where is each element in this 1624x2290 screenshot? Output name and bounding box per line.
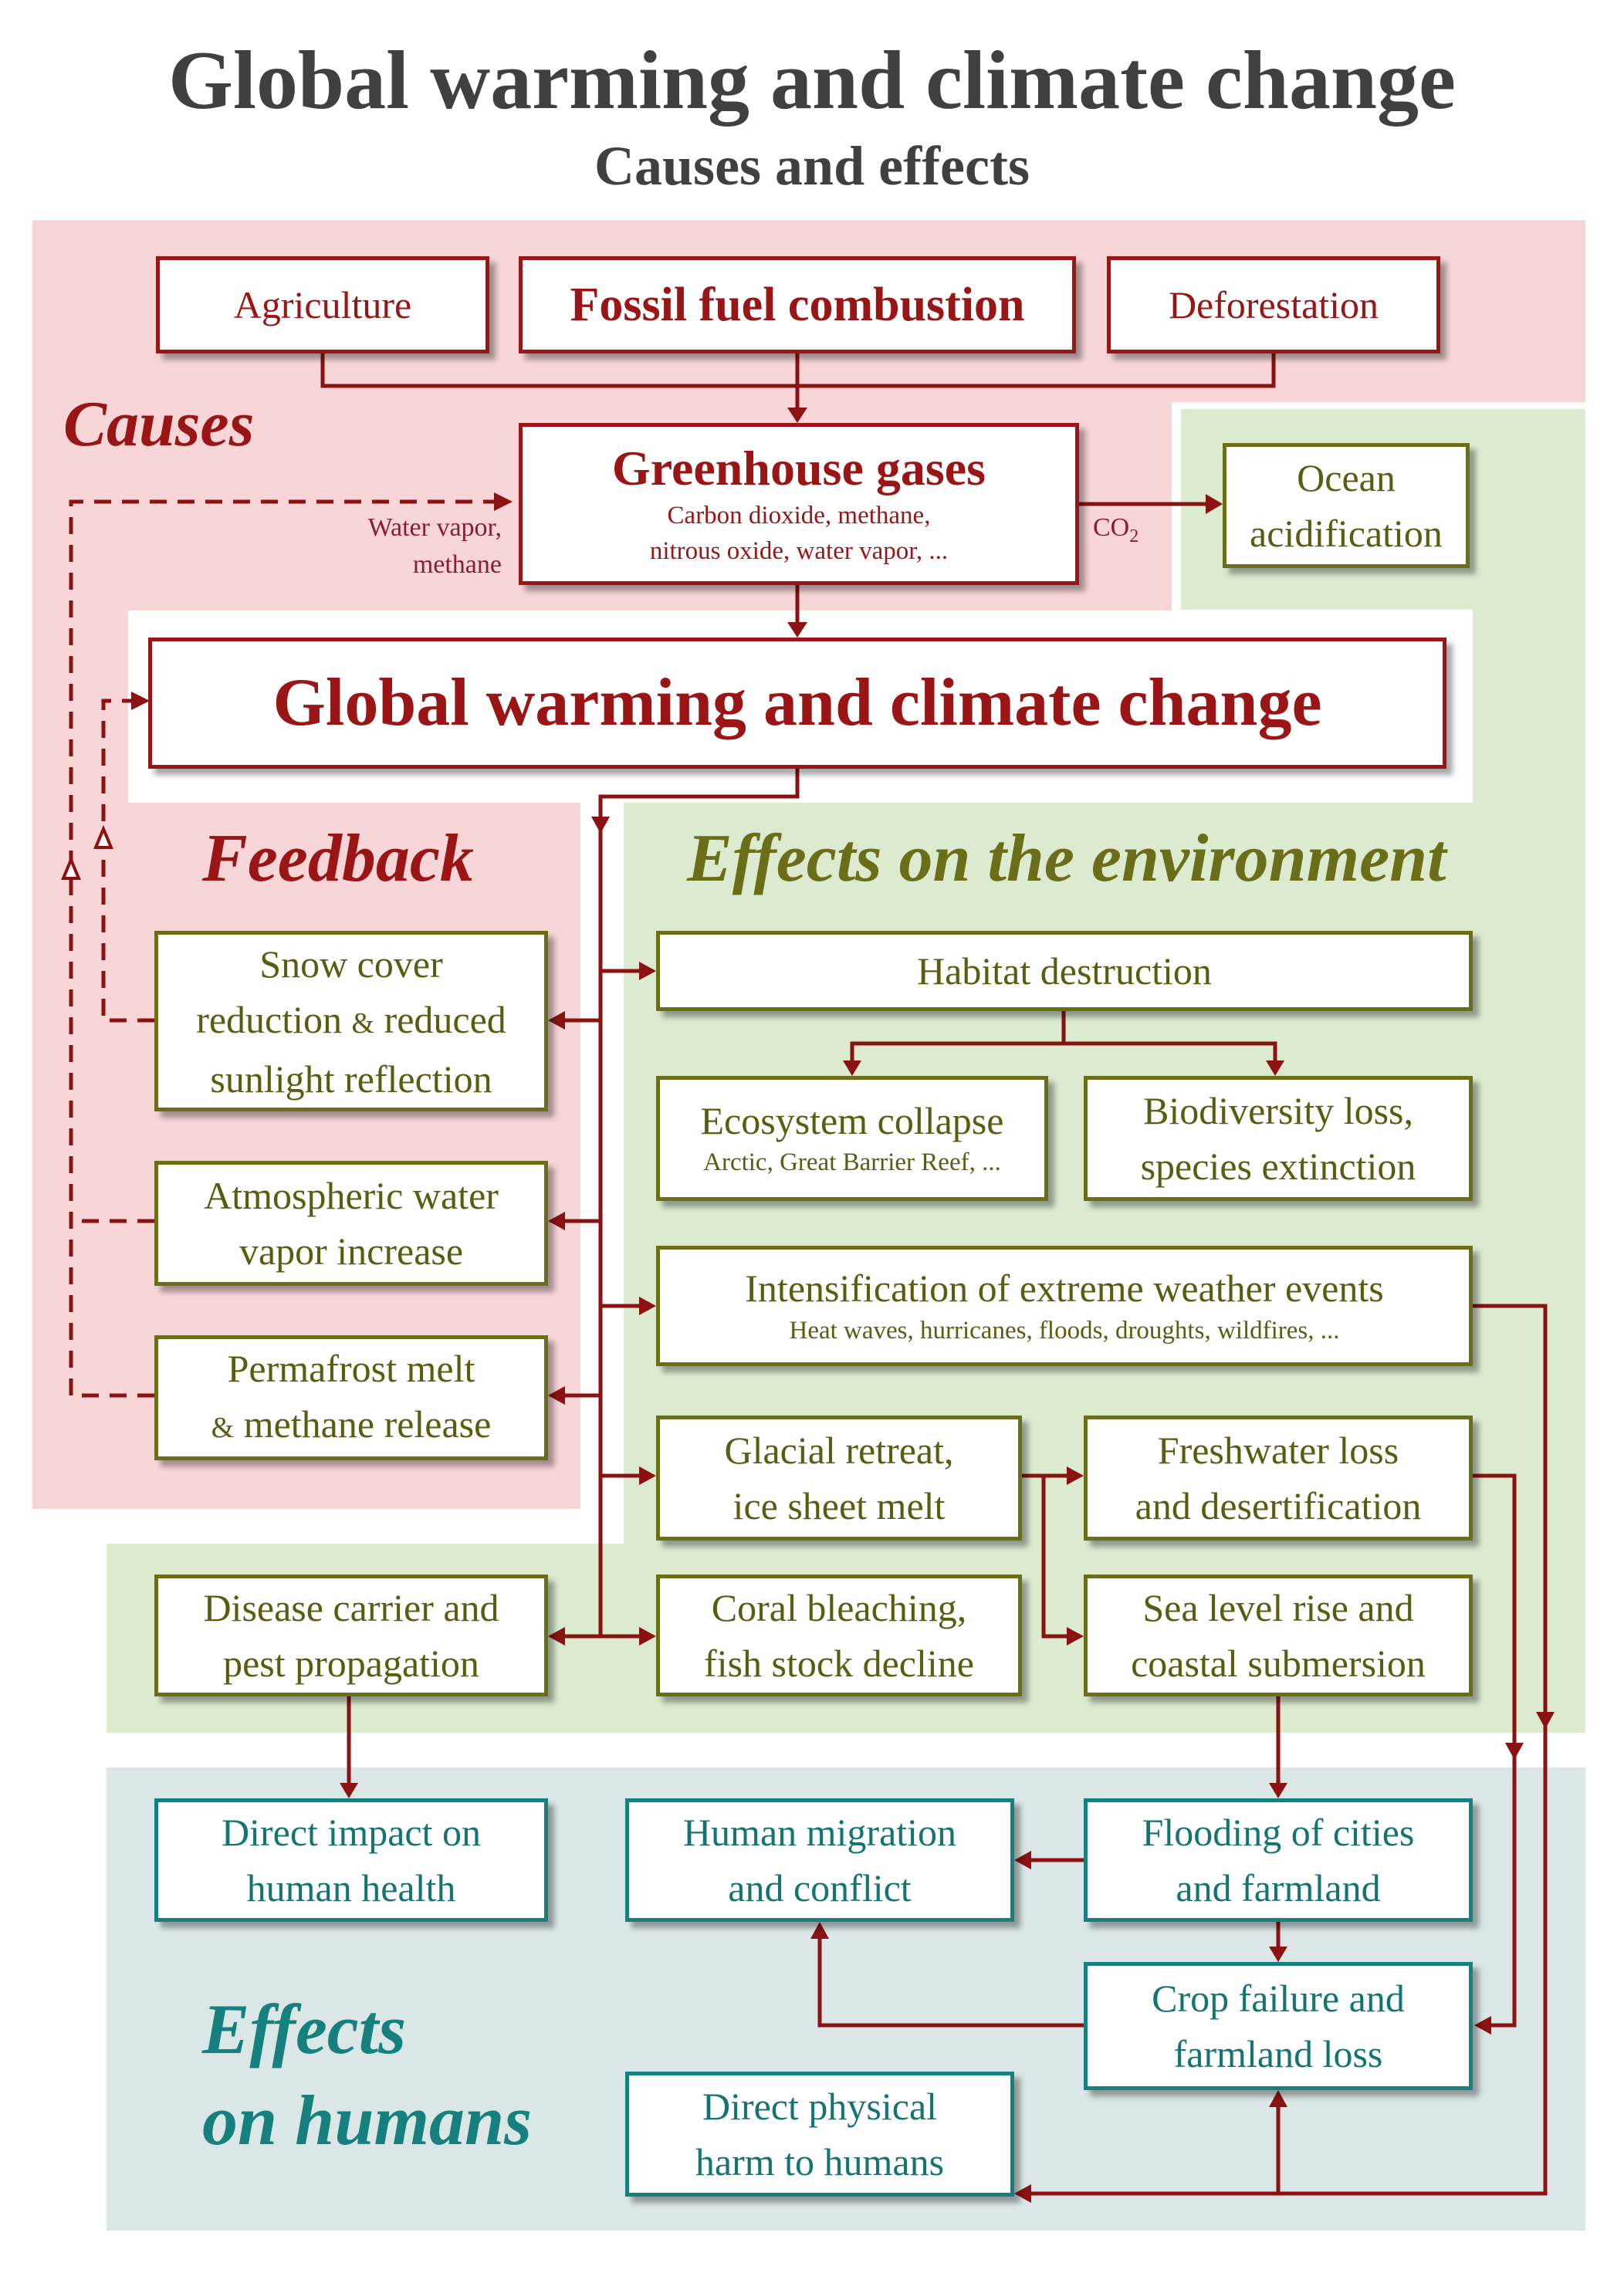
sea-level-rise: Sea level rise and coastal submersion (1084, 1575, 1473, 1696)
flooding-cities: Flooding of cities and farmland (1084, 1798, 1473, 1922)
environment-zone-right (1473, 610, 1585, 803)
habitat-destruction: Habitat destruction (656, 931, 1473, 1011)
section-humans-line1: Effects (202, 1990, 407, 2068)
arrow-crop-to-migration (817, 1939, 1084, 2028)
page-subtitle: Causes and effects (594, 135, 1030, 197)
arrow-glacial-to-sea (1041, 1476, 1067, 1639)
permafrost-melt: Permafrost melt & methane release (154, 1335, 548, 1460)
human-migration: Human migration and conflict (625, 1798, 1014, 1922)
feedback-arrowhead-inner (93, 824, 113, 849)
extreme-weather: Intensification of extreme weather event… (656, 1246, 1473, 1366)
greenhouse-gases: Greenhouse gases Carbon dioxide, methane… (519, 423, 1079, 585)
section-environment: Effects on the environment (687, 821, 1446, 896)
arrowhead-ocean (1206, 494, 1223, 514)
causes-zone-strip (32, 610, 128, 803)
arrowhead-central (787, 622, 807, 638)
section-humans: Effects on humans (202, 1984, 532, 2166)
ecosystem-collapse: Ecosystem collapse Arctic, Great Barrier… (656, 1076, 1048, 1201)
crop-failure: Crop failure and farmland loss (1084, 1962, 1473, 2090)
cause-fossil-fuel: Fossil fuel combustion (519, 256, 1076, 353)
biodiversity-loss: Biodiversity loss, species extinction (1084, 1076, 1473, 1201)
page-title: Global warming and climate change (168, 35, 1456, 127)
fresh-path (1473, 1473, 1517, 2028)
physical-harm: Direct physical harm to humans (625, 2072, 1014, 2197)
section-feedback: Feedback (202, 821, 474, 896)
disease-propagation: Disease carrier and pest propagation (154, 1575, 548, 1696)
section-humans-line2: on humans (202, 2081, 533, 2160)
arrowhead-trunk (591, 817, 610, 834)
arrowhead-ghg (787, 408, 807, 423)
central-global-warming: Global warming and climate change (148, 638, 1446, 769)
feedback-loop-inner (101, 699, 154, 1023)
glacial-retreat: Glacial retreat, ice sheet melt (656, 1416, 1022, 1541)
cause-agriculture: Agriculture (156, 256, 489, 353)
cause-deforestation: Deforestation (1107, 256, 1440, 353)
human-health-impact: Direct impact on human health (154, 1798, 548, 1922)
coral-bleaching: Coral bleaching, fish stock decline (656, 1575, 1022, 1696)
ocean-acidification: Ocean acidification (1223, 443, 1470, 568)
snow-cover-reduction: Snow cover reduction & reduced sunlight … (154, 931, 548, 1111)
label-co2: CO2 (1093, 513, 1139, 546)
habitat-split (850, 1011, 1066, 1062)
section-causes: Causes (63, 388, 255, 460)
freshwater-loss: Freshwater loss and desertification (1084, 1416, 1473, 1541)
atmospheric-water-vapor: Atmospheric water vapor increase (154, 1161, 548, 1286)
trunk-from-central (598, 769, 800, 1636)
feedback-arrowhead-outer (61, 855, 81, 880)
label-water-methane: Water vapor, methane (367, 513, 502, 579)
weather-path (1030, 1304, 1548, 2196)
feedback-loop-outer (69, 499, 494, 1398)
